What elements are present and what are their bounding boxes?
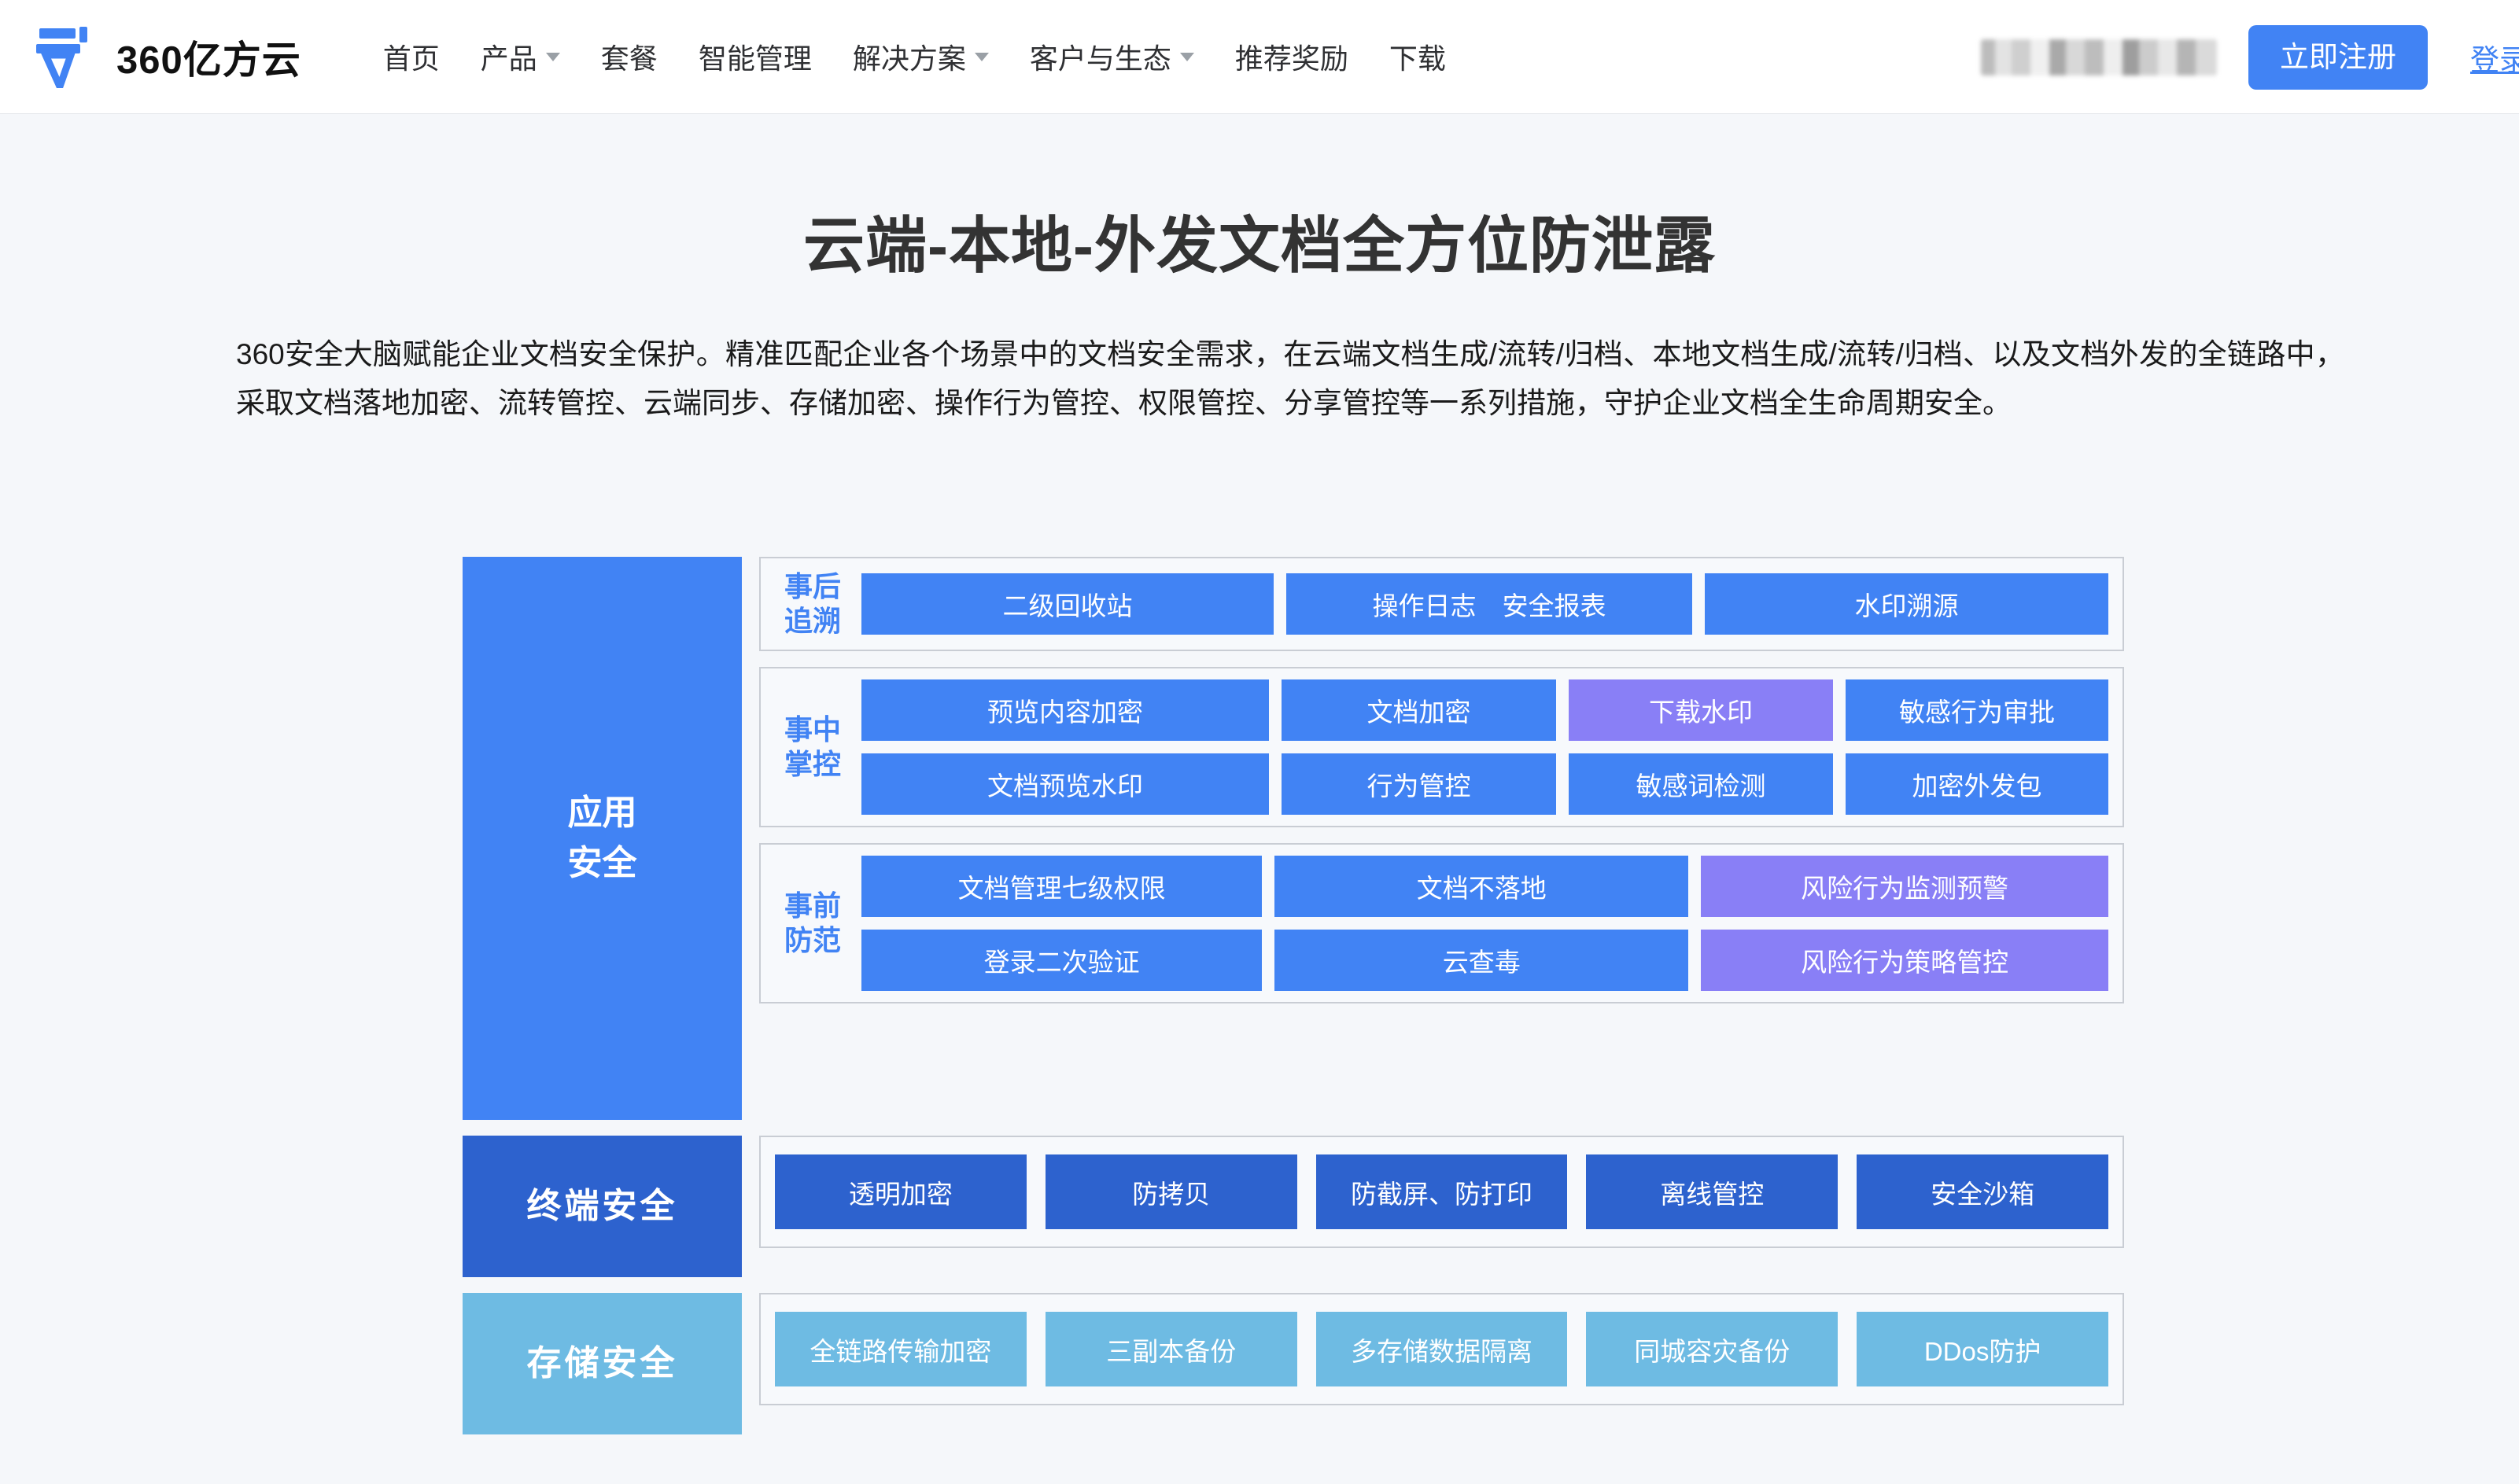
feature-cell[interactable]: 登录二次验证 [861, 929, 1263, 991]
application-security-row: 应用 安全 事后 追溯 二级回收站 操作日志 安全报表 水印溯源 [463, 557, 2124, 1120]
feature-cell[interactable]: 敏感行为审批 [1846, 679, 2108, 741]
storage-panels: 全链路传输加密 三副本备份 多存储数据隔离 同城容灾备份 DDos防护 [759, 1293, 2124, 1434]
nav-item-label: 首页 [382, 42, 440, 75]
feature-cell[interactable]: 同城容灾备份 [1586, 1312, 1839, 1386]
panel-line: 预览内容加密 文档加密 下载水印 敏感行为审批 [861, 679, 2108, 741]
feature-cell[interactable]: 操作日志 安全报表 [1285, 573, 1693, 635]
nav-links: 首页 产品 套餐 智能管理 解决方案 客户与生态 推荐奖励 下载 [383, 36, 1487, 77]
nav-item-solutions[interactable]: 解决方案 [853, 36, 989, 77]
panel-line: 文档预览水印 行为管控 敏感词检测 加密外发包 [861, 753, 2108, 815]
panel-pre-incident-prevention: 事前 防范 文档管理七级权限 文档不落地 风险行为监测预警 登录二次验证 云查毒… [759, 842, 2124, 1003]
panel-label-line1: 事前 [784, 889, 841, 922]
panel-label-line2: 防范 [784, 923, 841, 956]
panel-storage-security: 全链路传输加密 三副本备份 多存储数据隔离 同城容灾备份 DDos防护 [759, 1293, 2124, 1405]
nav-item-smart-management[interactable]: 智能管理 [699, 36, 812, 77]
panel-line: 二级回收站 操作日志 安全报表 水印溯源 [861, 573, 2108, 635]
feature-cell[interactable]: 敏感词检测 [1568, 753, 1834, 815]
page-title: 云端-本地-外发文档全方位防泄露 [803, 211, 1716, 280]
feature-cell[interactable]: 防拷贝 [1045, 1154, 1297, 1229]
feature-cell[interactable]: 防截屏、防打印 [1315, 1154, 1568, 1229]
panel-grid: 文档管理七级权限 文档不落地 风险行为监测预警 登录二次验证 云查毒 风险行为策… [861, 855, 2108, 991]
panel-line: 文档管理七级权限 文档不落地 风险行为监测预警 [861, 855, 2108, 917]
feature-cell[interactable]: 三副本备份 [1045, 1312, 1297, 1386]
terminal-panels: 透明加密 防拷贝 防截屏、防打印 离线管控 安全沙箱 [759, 1136, 2124, 1277]
feature-cell[interactable]: 文档管理七级权限 [861, 855, 1263, 917]
page-description: 360安全大脑赋能企业文档安全保护。精准匹配企业各个场景中的文档安全需求，在云端… [236, 338, 2344, 419]
category-label-line2: 安全 [567, 844, 637, 882]
feature-cell[interactable]: 文档预览水印 [861, 753, 1270, 815]
category-terminal-security: 终端安全 [463, 1136, 742, 1277]
nav-item-label: 下载 [1389, 42, 1446, 75]
brand-name: 360亿方云 [116, 39, 301, 82]
nav-item-packages[interactable]: 套餐 [601, 36, 658, 77]
category-application-security: 应用 安全 [463, 557, 742, 1120]
panel-grid: 二级回收站 操作日志 安全报表 水印溯源 [861, 573, 2108, 635]
feature-cell[interactable]: 行为管控 [1282, 753, 1556, 815]
nav-item-home[interactable]: 首页 [383, 36, 440, 77]
nav-item-label: 客户与生态 [1029, 42, 1171, 75]
panel-in-process-control: 事中 掌控 预览内容加密 文档加密 下载水印 敏感行为审批 文档预览水印 行为管… [759, 666, 2124, 827]
application-panels: 事后 追溯 二级回收站 操作日志 安全报表 水印溯源 事中 掌控 [759, 557, 2124, 1120]
nav-item-referral-rewards[interactable]: 推荐奖励 [1235, 36, 1348, 77]
feature-cell[interactable]: 安全沙箱 [1857, 1154, 2108, 1229]
feature-cell[interactable]: 加密外发包 [1846, 753, 2108, 815]
panel-line: 全链路传输加密 三副本备份 多存储数据隔离 同城容灾备份 DDos防护 [775, 1312, 2108, 1386]
feature-cell[interactable]: 风险行为策略管控 [1701, 929, 2108, 991]
nav-item-label: 产品 [480, 42, 537, 75]
feature-cell[interactable]: 离线管控 [1586, 1154, 1839, 1229]
panel-grid: 透明加密 防拷贝 防截屏、防打印 离线管控 安全沙箱 [775, 1154, 2108, 1229]
redacted-account-text [1981, 39, 2217, 75]
feature-cell[interactable]: 二级回收站 [861, 573, 1274, 635]
feature-cell[interactable]: 全链路传输加密 [775, 1312, 1027, 1386]
feature-cell[interactable]: 多存储数据隔离 [1315, 1312, 1568, 1386]
row-spacer [463, 1120, 2124, 1136]
nav-item-products[interactable]: 产品 [481, 36, 560, 77]
panel-label-line2: 追溯 [784, 604, 841, 637]
panel-line: 登录二次验证 云查毒 风险行为策略管控 [861, 929, 2108, 991]
panel-post-incident-traceability: 事后 追溯 二级回收站 操作日志 安全报表 水印溯源 [759, 557, 2124, 651]
panel-label-pre-incident: 事前 防范 [775, 889, 850, 958]
panel-terminal-security: 透明加密 防拷贝 防截屏、防打印 离线管控 安全沙箱 [759, 1136, 2124, 1248]
feature-cell[interactable]: 文档不落地 [1274, 855, 1689, 917]
category-label-line1: 应用 [567, 794, 637, 833]
panel-line: 透明加密 防拷贝 防截屏、防打印 离线管控 安全沙箱 [775, 1154, 2108, 1229]
panel-grid: 全链路传输加密 三副本备份 多存储数据隔离 同城容灾备份 DDos防护 [775, 1312, 2108, 1386]
feature-cell[interactable]: 水印溯源 [1705, 573, 2108, 635]
nav-item-download[interactable]: 下载 [1389, 36, 1446, 77]
nav-right-actions: 立即注册 登录 [1981, 0, 2519, 114]
nav-item-label: 智能管理 [698, 42, 812, 75]
chevron-down-icon [974, 52, 989, 61]
security-architecture-diagram: 应用 安全 事后 追溯 二级回收站 操作日志 安全报表 水印溯源 [463, 557, 2124, 1434]
category-storage-security: 存储安全 [463, 1293, 742, 1434]
nav-item-label: 解决方案 [852, 42, 966, 75]
register-button[interactable]: 立即注册 [2248, 24, 2428, 90]
yifangyun-pen-logo-icon [36, 25, 98, 97]
nav-item-label: 套餐 [600, 42, 658, 75]
top-navbar: 360亿方云 首页 产品 套餐 智能管理 解决方案 客户与生态 推荐奖励 下载 [0, 0, 2519, 114]
panel-label-line1: 事后 [784, 570, 841, 602]
panel-label-post-incident: 事后 追溯 [775, 569, 850, 639]
panel-grid: 预览内容加密 文档加密 下载水印 敏感行为审批 文档预览水印 行为管控 敏感词检… [861, 679, 2108, 815]
panel-label-line2: 掌控 [784, 747, 841, 780]
nav-item-label: 推荐奖励 [1234, 42, 1348, 75]
panel-label-line1: 事中 [784, 713, 841, 746]
brand-logo[interactable]: 360亿方云 [36, 25, 301, 97]
feature-cell[interactable]: 透明加密 [775, 1154, 1027, 1229]
chevron-down-icon [1179, 52, 1194, 61]
feature-cell[interactable]: 预览内容加密 [861, 679, 1270, 741]
login-link[interactable]: 登录 [2470, 43, 2519, 76]
feature-cell[interactable]: 风险行为监测预警 [1701, 855, 2108, 917]
storage-security-row: 存储安全 全链路传输加密 三副本备份 多存储数据隔离 同城容灾备份 DDos防护 [463, 1293, 2124, 1434]
panel-label-in-process: 事中 掌控 [775, 713, 850, 782]
chevron-down-icon [545, 52, 560, 61]
feature-cell[interactable]: 下载水印 [1568, 679, 1834, 741]
feature-cell[interactable]: 文档加密 [1282, 679, 1556, 741]
nav-item-customers-ecosystem[interactable]: 客户与生态 [1030, 36, 1194, 77]
row-spacer [463, 1277, 2124, 1293]
feature-cell[interactable]: DDos防护 [1857, 1312, 2108, 1386]
feature-cell[interactable]: 云查毒 [1274, 929, 1689, 991]
terminal-security-row: 终端安全 透明加密 防拷贝 防截屏、防打印 离线管控 安全沙箱 [463, 1136, 2124, 1277]
